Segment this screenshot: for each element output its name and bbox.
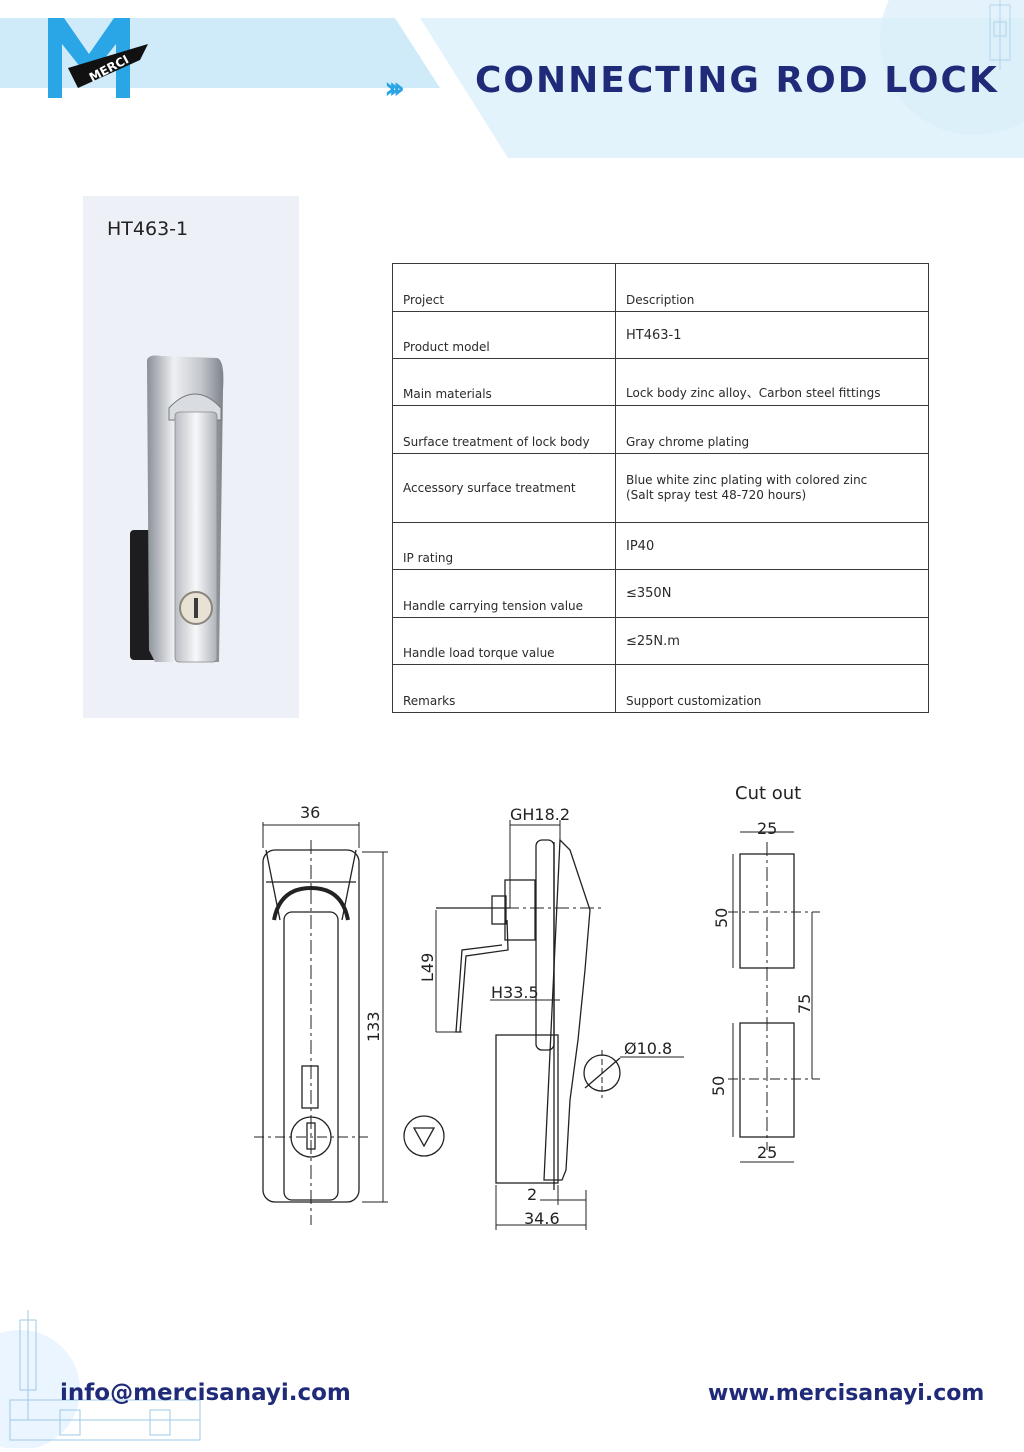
dim-small: 2 (527, 1185, 537, 1204)
spec-table: Project Description Product model HT463-… (392, 263, 929, 713)
dim-front-width: 36 (300, 803, 320, 822)
cutout-view (728, 831, 820, 1163)
dim-l: L49 (418, 953, 437, 982)
row-description: ≤25N.m (626, 634, 680, 649)
dim-cut-width-top: 25 (757, 819, 777, 838)
page-title: CONNECTING ROD LOCK (475, 60, 999, 101)
row-description: Lock body zinc alloy、Carbon steel fittin… (626, 386, 881, 400)
row-description: Blue white zinc plating with colored zin… (626, 454, 918, 522)
product-model-label: HT463-1 (107, 218, 189, 240)
description-line: (Salt spray test 48-720 hours) (626, 488, 807, 502)
table-row: Remarks Support customization (392, 664, 929, 713)
row-description: Support customization (626, 694, 762, 708)
row-description: IP40 (626, 539, 655, 554)
dim-cut-height-top: 50 (712, 908, 731, 928)
direction-symbol (403, 1115, 445, 1157)
dim-gh: GH18.2 (510, 805, 570, 824)
description-line: Blue white zinc plating with colored zin… (626, 473, 868, 487)
front-view (254, 822, 388, 1225)
row-project: Handle carrying tension value (403, 599, 584, 613)
row-description: Gray chrome plating (626, 435, 750, 449)
row-project: Product model (403, 340, 490, 354)
row-description: HT463-1 (626, 328, 682, 343)
contact-email[interactable]: info@mercisanayi.com (60, 1380, 351, 1406)
product-photo (125, 350, 235, 670)
table-row: IP rating IP40 (392, 522, 929, 570)
row-project: Surface treatment of lock body (403, 435, 590, 449)
table-row: Main materials Lock body zinc alloy、Carb… (392, 358, 929, 406)
row-description: ≤350N (626, 586, 672, 601)
table-row: Handle load torque value ≤25N.m (392, 617, 929, 665)
table-row: Accessory surface treatment Blue white z… (392, 453, 929, 523)
dim-h: H33.5 (491, 983, 539, 1002)
table-row: Handle carrying tension value ≤350N (392, 569, 929, 618)
row-project: Remarks (403, 694, 456, 708)
header-description: Description (626, 293, 695, 307)
dim-depth: 34.6 (524, 1209, 560, 1228)
row-project: Main materials (403, 387, 492, 401)
footer-decoration (0, 1310, 210, 1450)
cutout-title: Cut out (735, 783, 801, 804)
chevrons-icon: ››› (384, 71, 405, 106)
table-header-row: Project Description (392, 263, 929, 312)
dim-cut-span: 75 (795, 994, 814, 1014)
technical-drawing: 36 133 (240, 770, 840, 1250)
dim-cut-height-bottom: 50 (709, 1076, 728, 1096)
contact-website[interactable]: www.mercisanayi.com (708, 1381, 985, 1406)
row-project: Handle load torque value (403, 646, 555, 660)
dim-front-height: 133 (364, 1011, 383, 1042)
dim-cut-width-bottom: 25 (757, 1143, 777, 1162)
table-row: Surface treatment of lock body Gray chro… (392, 405, 929, 454)
merci-logo: MERCI (44, 14, 154, 104)
header-project: Project (403, 293, 445, 307)
row-project: Accessory surface treatment (403, 481, 576, 495)
side-view (435, 820, 684, 1230)
dim-diameter: Ø10.8 (624, 1039, 672, 1058)
row-project: IP rating (403, 551, 454, 565)
table-row: Product model HT463-1 (392, 311, 929, 359)
